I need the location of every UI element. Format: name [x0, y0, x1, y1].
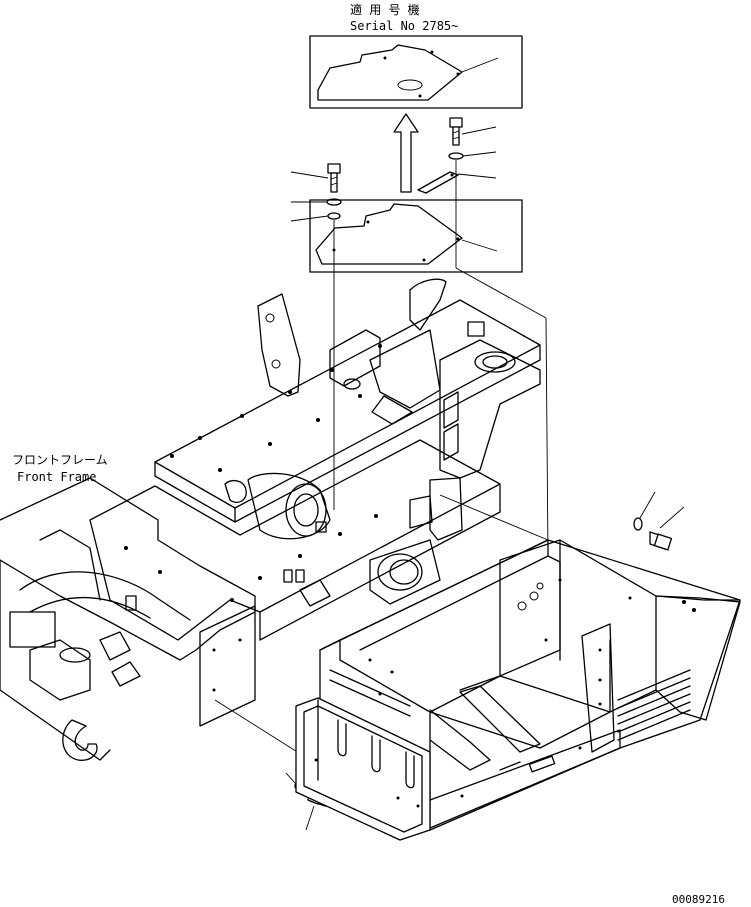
- washer-left-2: [290, 212, 341, 222]
- front-frame-label-jp: フロントフレーム: [12, 453, 108, 467]
- bolt-right: [449, 117, 497, 146]
- front-frame-label-en: Front Frame: [17, 470, 96, 484]
- bolt-left: [290, 163, 341, 193]
- strap-plate: [417, 171, 497, 194]
- front-frame: [0, 278, 541, 761]
- replacement-arrow-icon: [393, 113, 419, 193]
- serial-label: Serial No 2785~: [350, 19, 458, 33]
- washer-side: [633, 491, 656, 531]
- plate-box: [309, 199, 523, 273]
- applicable-label-jp: 適 用 号 機: [350, 2, 420, 17]
- washer-right: [448, 151, 497, 160]
- plate-variant-box: [309, 35, 523, 109]
- installation-lines: [214, 160, 549, 761]
- battery-box: [295, 539, 741, 841]
- drawing-number: 00089216: [672, 893, 725, 906]
- bolt-side: [649, 506, 685, 551]
